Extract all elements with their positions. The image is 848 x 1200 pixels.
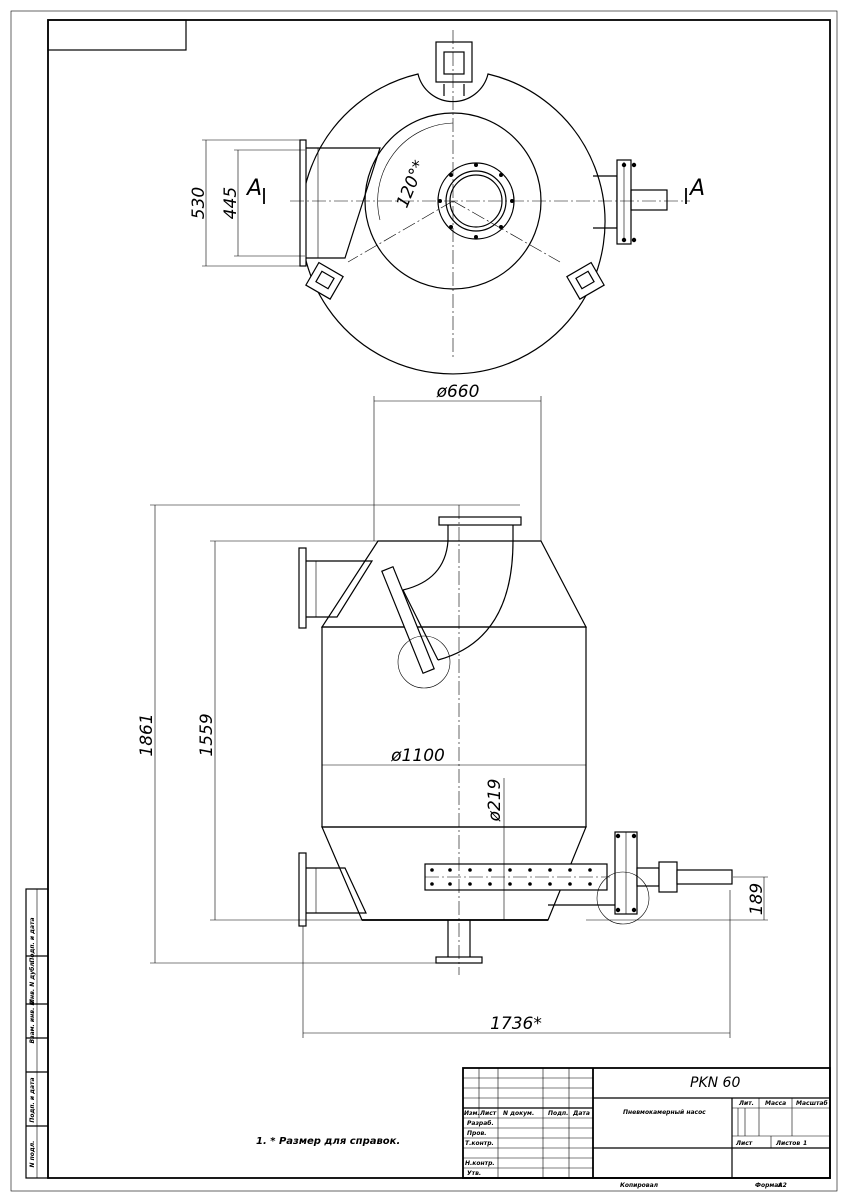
front-left-duct-upper (306, 560, 374, 618)
top-inlet-flange (435, 41, 473, 83)
sheet-frame (47, 19, 831, 1179)
tb-list-label: Лист (735, 1140, 753, 1147)
side-vzam-inv: Взам. инв. N (29, 1001, 36, 1044)
detail-circle-upper (397, 635, 451, 689)
dim-1736: 1736* (490, 1014, 542, 1034)
title-block (462, 1067, 831, 1179)
tb-prov: Пров. (467, 1130, 487, 1137)
drawing-note: 1. * Размер для справок. (256, 1136, 400, 1147)
tb-format: Формат (755, 1182, 782, 1189)
front-left-duct-lower (306, 867, 367, 914)
front-view (298, 505, 733, 975)
top-lug-right (566, 261, 605, 300)
side-inv-dubl: Инв. N дубл. (29, 960, 36, 1004)
tb-data: Дата (572, 1110, 590, 1117)
dim-dia-660: ø660 (436, 382, 480, 402)
front-top-cone (320, 540, 587, 628)
sheet-border-outer (10, 10, 838, 1192)
tb-lit: Лит. (738, 1100, 754, 1107)
side-inv-podl: N подл. (29, 1141, 36, 1168)
front-angled-valve (381, 565, 435, 675)
tb-kopiroval: Копировал (620, 1182, 659, 1189)
title-name: Пневмокамерный насос (623, 1109, 706, 1116)
section-mark-right: A (688, 176, 705, 201)
tb-nkontr: Н.контр. (465, 1160, 495, 1167)
dim-angle: 120°* (393, 157, 430, 210)
dim-1861: 1861 (137, 713, 157, 756)
dim-530: 530 (189, 187, 209, 219)
tb-razrab: Разраб. (467, 1120, 494, 1127)
tb-tkontr: Т.контр. (465, 1140, 494, 1147)
tb-massa: Масса (765, 1100, 786, 1107)
dim-dia-1100: ø1100 (390, 746, 445, 766)
tb-listov-value: 1 (803, 1140, 807, 1147)
tb-utv: Утв. (467, 1170, 481, 1177)
tb-list: Лист (479, 1110, 497, 1117)
top-left-duct (305, 147, 381, 259)
top-view-outer-circle (300, 73, 606, 375)
tb-listov-label: Листов (775, 1140, 800, 1147)
dim-445: 445 (221, 187, 241, 219)
front-body (321, 626, 587, 828)
front-top-flange (438, 516, 522, 526)
top-view (202, 30, 690, 375)
tb-format-value: А2 (777, 1182, 787, 1189)
top-lug-left (305, 261, 344, 300)
tb-ndokum: N докум. (503, 1110, 534, 1117)
side-stamp (25, 888, 49, 1179)
top-left-box (47, 19, 187, 51)
pipe-holes (430, 868, 592, 886)
dim-dia-219: ø219 (485, 779, 505, 823)
detail-circle-lower (596, 871, 650, 925)
dim-189: 189 (747, 883, 767, 915)
dim-1559: 1559 (197, 713, 217, 756)
tb-masshtab: Масштаб (796, 1100, 828, 1107)
tb-izm: Изм. (464, 1110, 480, 1117)
side-podp-data-1: Подп. и дата (29, 917, 36, 962)
section-mark-left: A (245, 176, 262, 201)
title-designation: PKN 60 (690, 1075, 740, 1091)
side-podp-data-2: Подп. и дата (29, 1077, 36, 1122)
tb-podp: Подп. (548, 1110, 568, 1117)
front-dimensions (150, 396, 768, 1038)
